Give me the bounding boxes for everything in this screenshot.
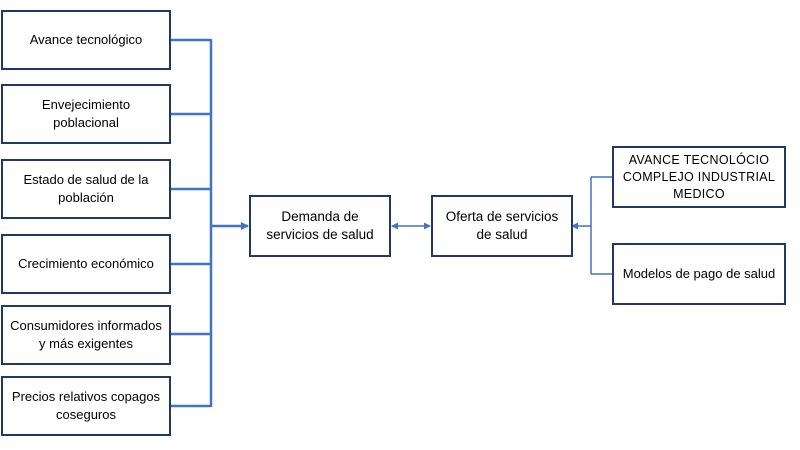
factor-label: Crecimiento económico: [18, 256, 154, 271]
factor-box-avance-tecnologico: Avance tecnológico: [1, 10, 171, 70]
supply-box: Oferta de servicios de salud: [431, 195, 573, 257]
factor-box-estado-salud: Estado de salud de la población: [1, 159, 171, 219]
factor-label: Estado de salud de la población: [23, 172, 149, 205]
supply-factor-box-avance: AVANCE TECNOLÓCIO COMPLEJO INDUSTRIAL ME…: [612, 146, 786, 208]
supply-factor-label: AVANCE TECNOLÓCIO COMPLEJO INDUSTRIAL ME…: [622, 152, 776, 201]
supply-factor-box-modelos-pago: Modelos de pago de salud: [612, 243, 786, 305]
factor-box-crecimiento: Crecimiento económico: [1, 234, 171, 294]
factor-label: Avance tecnológico: [29, 32, 143, 47]
demand-box: Demanda de servicios de salud: [249, 195, 391, 257]
factor-label: Envejecimiento poblacional: [41, 97, 131, 130]
factor-box-consumidores: Consumidores informados y más exigentes: [1, 305, 171, 365]
factor-box-precios: Precios relativos copagos coseguros: [1, 376, 171, 436]
demand-label: Demanda de servicios de salud: [266, 209, 374, 242]
factor-box-envejecimiento: Envejecimiento poblacional: [1, 84, 171, 144]
factor-label: Consumidores informados y más exigentes: [10, 318, 162, 351]
supply-factor-label: Modelos de pago de salud: [622, 266, 776, 281]
factor-label: Precios relativos copagos coseguros: [11, 389, 161, 422]
supply-label: Oferta de servicios de salud: [445, 209, 559, 242]
